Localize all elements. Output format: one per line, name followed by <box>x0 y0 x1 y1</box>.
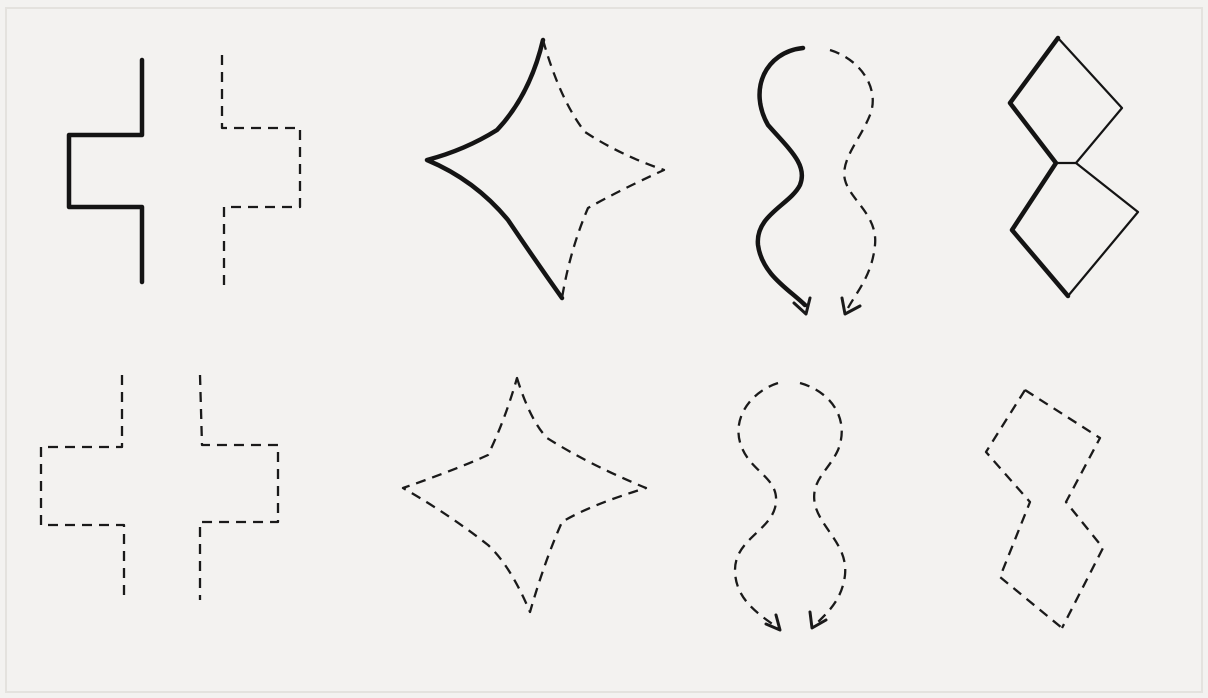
top-star-dashed-half <box>543 40 664 298</box>
bottom-step-shape <box>41 375 278 600</box>
top-diamond-thin-half <box>1058 38 1138 296</box>
top-figure-eight-right-arrowhead <box>842 298 860 314</box>
top-star-solid-half <box>427 40 562 298</box>
bottom-figure-eight-shape <box>735 383 845 630</box>
top-star-shape <box>427 40 664 298</box>
bottom-row <box>41 375 1103 630</box>
bottom-step-right-half <box>200 375 278 600</box>
top-figure-eight-dashed-half <box>830 50 875 308</box>
top-step-shape <box>69 55 300 285</box>
paper-edge <box>6 8 1202 692</box>
top-figure-eight-shape <box>758 48 875 314</box>
bottom-figure-eight-right-arrowhead <box>810 612 826 628</box>
top-figure-eight-solid-half <box>758 48 805 305</box>
bottom-star-outline <box>403 378 646 612</box>
top-double-diamond-shape <box>1010 38 1138 296</box>
bottom-step-left-half <box>41 375 124 598</box>
bottom-double-diamond-shape <box>986 390 1103 628</box>
bottom-star-shape <box>403 378 646 612</box>
bottom-figure-eight-left-half <box>735 383 778 628</box>
top-diamond-solid-half <box>1010 38 1068 296</box>
top-step-solid-half <box>69 60 142 282</box>
bottom-diamond-left-half <box>986 390 1062 628</box>
top-step-dashed-half <box>222 55 300 285</box>
bottom-figure-eight-left-arrowhead <box>766 615 780 630</box>
top-row <box>69 38 1138 314</box>
bottom-figure-eight-right-half <box>800 383 845 625</box>
bottom-diamond-right-half <box>1025 390 1103 628</box>
